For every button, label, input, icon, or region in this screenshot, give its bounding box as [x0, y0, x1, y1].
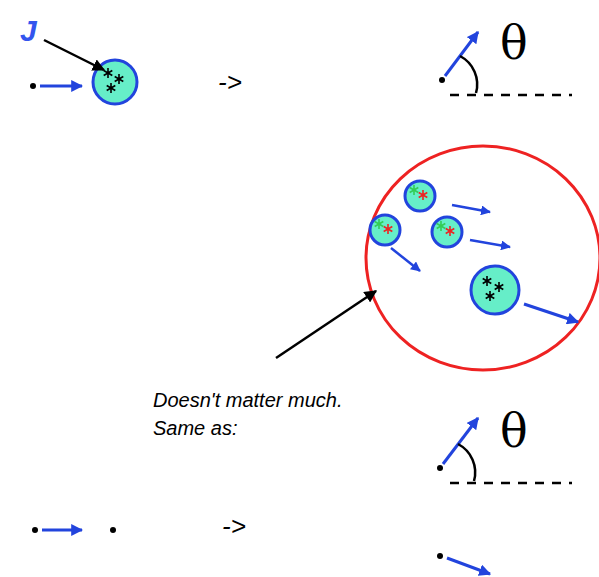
momentum-arrow	[452, 205, 490, 212]
quark-symbol	[486, 291, 495, 301]
momentum-arrow	[470, 240, 510, 247]
quark-symbol	[410, 185, 419, 195]
particle-dot	[110, 527, 116, 533]
momentum-arrow	[524, 304, 578, 322]
quark-symbol	[375, 219, 384, 229]
quark-symbol	[419, 190, 428, 200]
momentum-arrow	[447, 558, 490, 574]
current-label: J	[20, 14, 37, 47]
quark-symbol	[446, 226, 455, 236]
arrow-text: ->	[222, 512, 246, 541]
fragment-circle	[432, 217, 462, 247]
momentum-arrow	[443, 418, 478, 464]
angle-arc	[458, 444, 475, 481]
momentum-arrow	[391, 248, 420, 271]
leader-arrow	[44, 40, 104, 70]
note-text: Doesn't matter much. Same as:	[153, 386, 368, 442]
quark-symbol	[495, 282, 504, 292]
reference-line	[450, 94, 572, 97]
quark-symbol	[437, 221, 446, 231]
fragment-circle	[405, 181, 435, 211]
particle-dot	[437, 553, 443, 559]
nucleus-circle	[471, 266, 519, 314]
angle-label: θ	[500, 406, 528, 457]
angle-label: θ	[500, 18, 528, 69]
particle-dot	[32, 527, 38, 533]
quark-symbol	[483, 276, 492, 286]
momentum-arrow	[40, 85, 82, 88]
quark-symbol	[384, 224, 393, 234]
arrow-text: ->	[218, 68, 242, 97]
quark-symbol	[104, 68, 113, 78]
angle-arc	[460, 56, 477, 93]
leader-arrow	[276, 291, 376, 358]
particle-dot	[30, 83, 36, 89]
particle-dot	[439, 77, 445, 83]
quark-symbol	[107, 83, 116, 93]
reference-line	[450, 482, 572, 485]
quark-symbol	[115, 74, 124, 84]
final-state-circle	[366, 146, 599, 370]
fragment-circle	[370, 215, 400, 245]
momentum-arrow	[42, 529, 82, 532]
particle-dot	[437, 465, 443, 471]
